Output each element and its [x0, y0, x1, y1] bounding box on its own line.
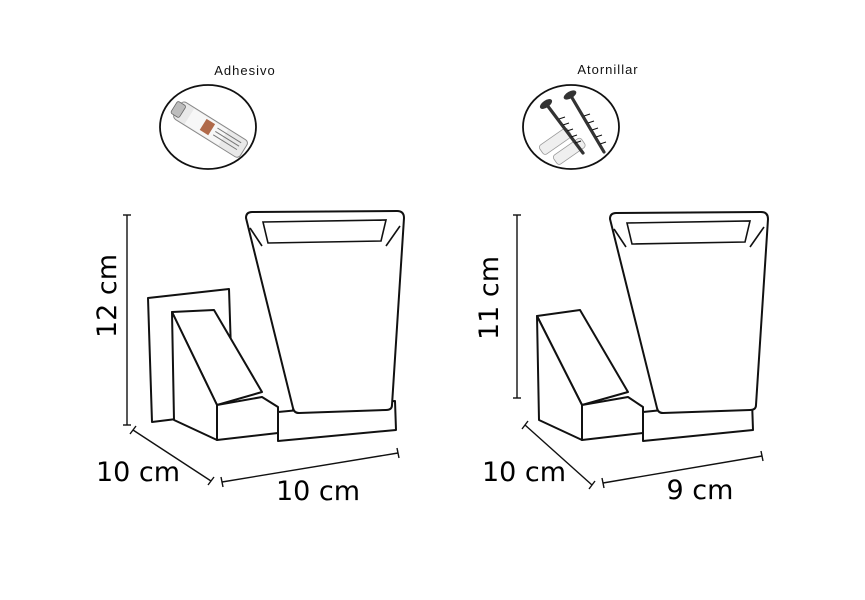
screws-and-plugs-icon — [522, 84, 620, 170]
depth-dimension-line — [132, 429, 212, 482]
mount-label-screws: Atornillar — [577, 62, 638, 77]
width-label-adhesive: 10 cm — [276, 476, 360, 507]
width-dimension-line — [221, 452, 399, 483]
depth-dimension-line — [524, 424, 593, 486]
width-label-screws: 9 cm — [667, 475, 734, 506]
width-dimension-line — [602, 455, 763, 484]
depth-label-screws: 10 cm — [482, 457, 566, 488]
cup-holder-drawing-adhesive — [147, 210, 405, 442]
depth-label-adhesive: 10 cm — [96, 457, 180, 488]
variant-adhesive: Adhesivo — [92, 63, 405, 507]
adhesive-tube-icon — [159, 84, 257, 170]
height-label-adhesive: 12 cm — [92, 254, 123, 338]
height-label-screws: 11 cm — [474, 256, 505, 340]
mount-label-adhesive: Adhesivo — [214, 63, 275, 78]
variant-screws: Atornillar — [474, 62, 769, 506]
cup-holder-drawing-screws — [536, 211, 769, 442]
